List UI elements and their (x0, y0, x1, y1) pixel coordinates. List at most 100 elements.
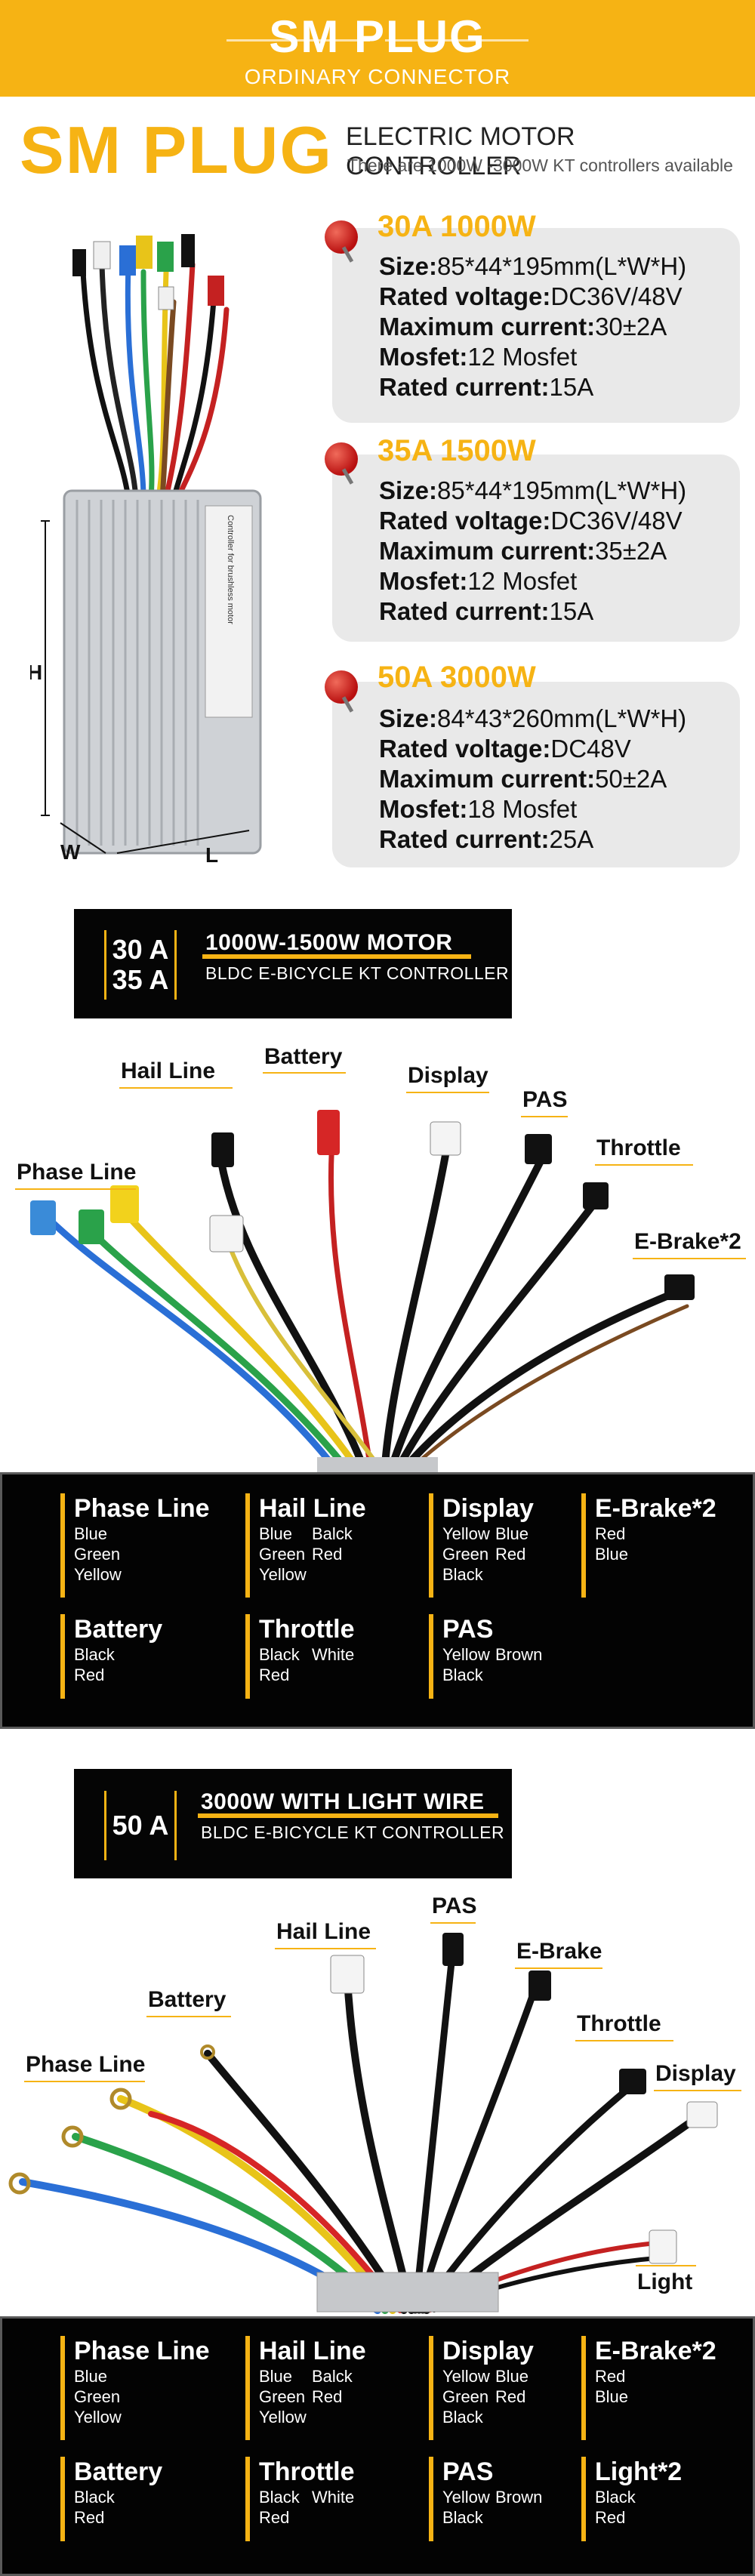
section-header-1000w (74, 909, 512, 1018)
brand-name: SM PLUG (20, 112, 333, 187)
phase-blue-connector (30, 1200, 56, 1235)
legend-item-line: Blue (74, 2366, 210, 2386)
label-battery: Battery (148, 1987, 226, 2012)
legend-item-title: E-Brake*2 (595, 2337, 716, 2365)
wire-color: Black (259, 2488, 300, 2507)
wire-color: Black (74, 1645, 115, 1664)
legend-item-title: Phase Line (74, 1494, 210, 1523)
legend-item-line: Green (74, 1544, 210, 1564)
phase-ring-blue (8, 2172, 31, 2195)
label-underline (15, 1188, 136, 1190)
phase-ring-yellow (109, 2088, 132, 2110)
spec-row: Size:84*43*260mm(L*W*H) (379, 704, 687, 732)
legend-item-line: Black White (259, 2487, 355, 2507)
label-throttle: Throttle (596, 1135, 681, 1160)
legend-item-line: Red (74, 1665, 162, 1685)
label-display: Display (655, 2061, 736, 2086)
wire-color: Green (442, 2387, 489, 2406)
wire-color: Blue (595, 1545, 629, 1564)
label-ebrake: E-Brake (516, 1939, 602, 1964)
controller-product-image: Controller for brushless motor H W L (30, 234, 262, 867)
wire-color: Yellow (442, 1524, 490, 1543)
label-underline (406, 1092, 489, 1093)
wire-color: Black (442, 1565, 483, 1584)
wire-color: Brown (495, 1645, 543, 1664)
spec-row: Rated voltage:DC36V/48V (379, 282, 683, 310)
wire-color: Red (495, 1545, 526, 1564)
wiring-diagram-3000w (8, 1933, 718, 2314)
pas-connector (525, 1134, 552, 1164)
label-underline (430, 1922, 476, 1924)
section-title: 1000W-1500W MOTOR (205, 930, 453, 955)
legend-item-title: Battery (74, 2457, 163, 2486)
legend-item-line: Black (442, 1564, 534, 1585)
label-battery: Battery (264, 1044, 343, 1069)
display-connector (686, 2101, 718, 2128)
brand-tagline: ELECTRIC MOTOR CONTROLLER (346, 122, 575, 180)
label-underline (119, 1087, 233, 1089)
wire-color: Red (74, 2508, 105, 2527)
wire-color: Red (312, 1545, 343, 1564)
spec-row: Mosfet:12 Mosfet (379, 343, 578, 371)
legend-item-line: Blue (595, 2386, 716, 2407)
section-amp-box (104, 930, 177, 1000)
legend-item-line: Red (595, 1524, 716, 1544)
legend-item-line: Blue (595, 1544, 716, 1564)
section-amp-box (104, 1791, 177, 1860)
label-underline (275, 1948, 376, 1949)
legend-item-title: Battery (74, 1615, 163, 1644)
spec-row: Rated voltage:DC48V (379, 735, 631, 763)
label-phase-line: Phase Line (26, 2052, 146, 2077)
spec-row: Size:85*44*195mm(L*W*H) (379, 476, 687, 504)
spec-row: Maximum current:35±2A (379, 537, 667, 565)
wire-color: Yellow (442, 2367, 490, 2386)
wire-color: Green (74, 2387, 121, 2406)
legend-item-line: Black (595, 2487, 682, 2507)
banner-subtitle: ORDINARY CONNECTOR (244, 65, 511, 88)
light-connector (649, 2229, 677, 2264)
legend-panel-1000w (0, 1472, 755, 1729)
legend-item-line: Yellow (259, 1564, 366, 1585)
legend-item-title: PAS (442, 2457, 494, 2486)
legend-item-line: Black (442, 2507, 542, 2528)
display-connector (430, 1121, 461, 1156)
controller-body-top (316, 2272, 499, 2313)
spec-row: Rated current:25A (379, 825, 594, 853)
ebrake-connector (664, 1274, 695, 1300)
label-pas: PAS (432, 1893, 477, 1918)
wire-color: Black (442, 2508, 483, 2527)
legend-item-line: Red (74, 2507, 162, 2528)
label-ebrake: E-Brake*2 (634, 1229, 741, 1254)
legend-item-line: Yellow (74, 2407, 210, 2427)
wire-color: Blue (595, 2387, 629, 2406)
wire-color: Yellow (259, 1565, 307, 1584)
label-phase-line: Phase Line (17, 1160, 137, 1185)
label-underline (24, 2081, 145, 2082)
legend-item-title: Display (442, 2337, 534, 2365)
wire-color: White (312, 1645, 355, 1664)
wire-color: Red (74, 1665, 105, 1684)
wire-color: Balck (312, 1524, 353, 1543)
legend-item-title: Throttle (259, 1615, 355, 1644)
label-light: Light (637, 2269, 693, 2294)
spec-row: Maximum current:50±2A (379, 765, 667, 793)
wire-color: White (312, 2488, 355, 2507)
legend-item-line: Red (595, 2366, 716, 2386)
spec-card-title: 50A 3000W (378, 661, 536, 694)
legend-item-title: Phase Line (74, 2337, 210, 2365)
legend-item-line: Green (74, 2386, 210, 2407)
legend-item-line: Red (259, 1665, 355, 1685)
pas-connector (442, 1933, 464, 1966)
label-underline (521, 1116, 568, 1117)
label-underline (515, 1967, 602, 1969)
pin-icon (325, 670, 358, 704)
